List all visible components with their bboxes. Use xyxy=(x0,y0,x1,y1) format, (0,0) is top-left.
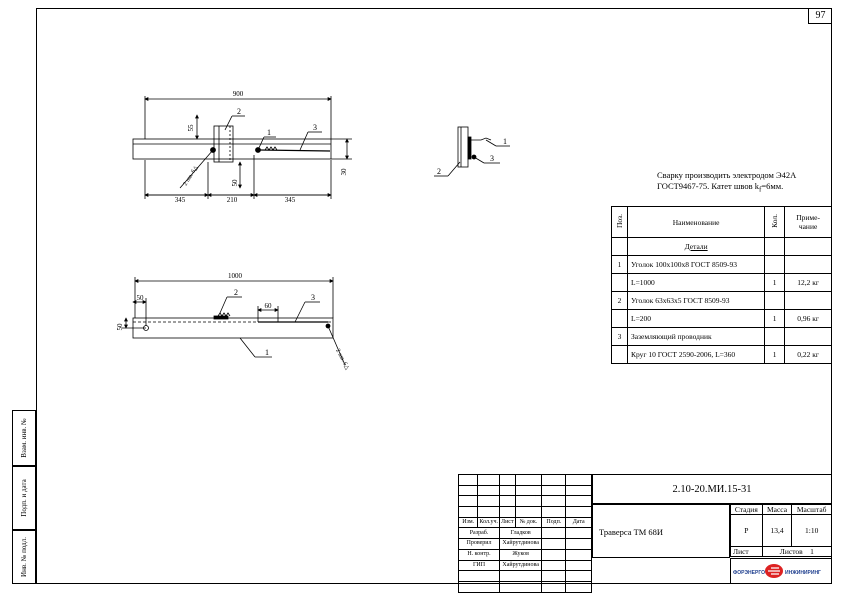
strip-cell-signature: Подп. и дата xyxy=(12,466,36,530)
note-line-1: Сварку производить электродом Э42А xyxy=(657,170,797,180)
spec-header-qty: Кол. xyxy=(764,206,786,238)
front-view: 1000 50 50 60 2 шв. 6△ 2 3 1 xyxy=(116,272,350,371)
callout-top-1: 1 xyxy=(267,128,271,137)
note-line-2: ГОСТ9467-75. Катет швов kf=6мм. xyxy=(657,181,784,194)
dim-front-50-v: 50 xyxy=(116,323,124,331)
spec-header-name: Наименование xyxy=(626,206,766,238)
stage-value: Р xyxy=(730,514,763,547)
spec-header-pos: Поз. xyxy=(611,206,628,238)
drawing-frame xyxy=(36,8,832,584)
dim-top-30: 30 xyxy=(340,168,348,176)
side-angle xyxy=(457,126,469,168)
scale-value: 1:10 xyxy=(791,514,832,547)
document-title: Траверса ТМ 68И xyxy=(592,504,730,558)
callout-side-1: 1 xyxy=(503,137,507,146)
spec-section-row: Детали xyxy=(611,237,832,256)
dim-top-right: 345 xyxy=(285,196,296,204)
sheet-label: Лист xyxy=(730,546,763,557)
stage-label: Стадия xyxy=(730,504,763,515)
callout-top-3: 3 xyxy=(313,123,317,132)
welding-note: Сварку производить электродом Э42А ГОСТ9… xyxy=(657,170,827,196)
dim-top-50: 50 xyxy=(231,179,239,187)
company-logo: ФОРЭНЕРГО ИНЖИНИРИНГ xyxy=(730,558,832,584)
dim-top-total: 900 xyxy=(233,90,244,98)
stamp-person-row: Н. контр.Жуков xyxy=(457,548,592,561)
angle-profile-2 xyxy=(213,125,234,163)
dim-top-left: 345 xyxy=(175,196,186,204)
weld-label-front: 2 шв. 6△ xyxy=(334,348,350,371)
dim-top-middle: 210 xyxy=(227,196,238,204)
mass-value: 13,4 xyxy=(761,514,793,547)
callout-side-3: 3 xyxy=(490,154,494,163)
angle-profile-1 xyxy=(132,138,332,160)
spec-header-note: Приме-чание xyxy=(784,206,832,238)
mass-label: Масса xyxy=(761,504,793,515)
side-view: 1 3 2 xyxy=(434,126,510,177)
callout-front-3: 3 xyxy=(311,293,315,302)
callout-top-2: 2 xyxy=(237,107,241,116)
angle-front-1 xyxy=(132,317,334,339)
spec-header-row: Поз. Наименование Кол. Приме-чание xyxy=(611,206,832,238)
dim-front-60: 60 xyxy=(265,302,273,310)
dim-front-50-h: 50 xyxy=(137,294,145,302)
scale-label: Масштаб xyxy=(791,504,832,515)
callout-side-2: 2 xyxy=(437,167,441,176)
strip-cell-replaced: Взам. инв. № xyxy=(12,410,36,466)
weld-label-top: 2 шв. 6△ xyxy=(183,164,200,187)
top-view: 900 345 210 345 55 50 30 2 шв. 6△ xyxy=(132,90,352,204)
stamp-person-row: Разраб.Гладков xyxy=(457,527,592,540)
callout-front-1: 1 xyxy=(265,348,269,357)
sheet-number: 97 xyxy=(808,8,832,24)
dim-top-55: 55 xyxy=(187,124,195,132)
dim-front-total: 1000 xyxy=(228,272,243,280)
left-strip: Взам. инв. № Подп. и дата Инв. № подл. xyxy=(12,410,36,584)
logo-text-left: ФОРЭНЕРГО xyxy=(733,570,765,576)
sheets-cell: Листов 1 xyxy=(761,546,833,557)
document-code: 2.10-20.МИ.15-31 xyxy=(592,474,832,504)
specification-table: Поз. Наименование Кол. Приме-чание Детал… xyxy=(611,206,832,364)
strip-cell-inventory: Инв. № подл. xyxy=(12,530,36,584)
logo-text-right: ИНЖИНИРИНГ xyxy=(785,570,821,576)
callout-front-2: 2 xyxy=(234,288,238,297)
